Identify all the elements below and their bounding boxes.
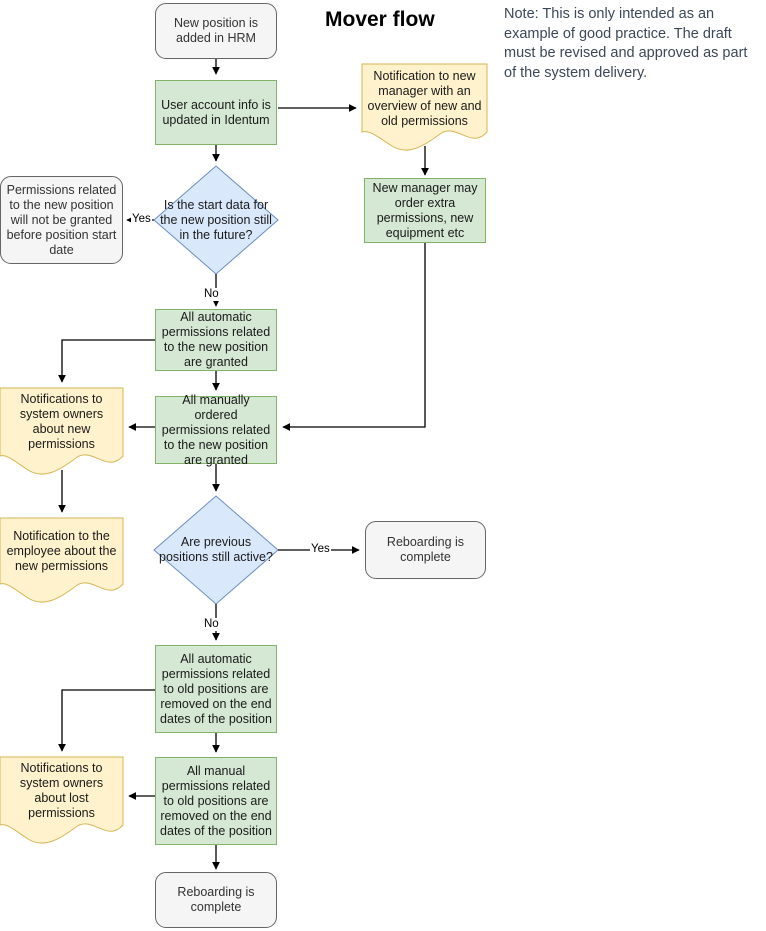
connector-auto-permissions-old-to-notify-owners-lost: [58, 689, 155, 752]
node-reboarding-complete-bottom-label: Reboarding is complete: [177, 885, 255, 914]
edge-label-yes-previous: Yes: [310, 543, 331, 556]
node-auto-permissions-new[interactable]: All automatic permissions related to the…: [155, 309, 277, 371]
node-decision-start-date-label: Is the start data for the new position s…: [160, 197, 272, 242]
node-notify-manager-label: Notification to new manager with an over…: [367, 69, 482, 128]
node-user-account-label: User account info is updated in Identum: [161, 97, 271, 127]
node-auto-permissions-old-label: All automatic permissions related to old…: [160, 651, 272, 726]
node-start[interactable]: New position is added in HRM: [155, 3, 277, 59]
node-manual-permissions-old-label: All manual permissions related to old po…: [160, 763, 272, 838]
note-text: Note: This is only intended as an exampl…: [504, 6, 748, 81]
document-shape-notify-manager: [361, 63, 488, 151]
node-auto-permissions-new-label: All automatic permissions related to the…: [161, 310, 271, 369]
node-notify-manager[interactable]: Notification to new manager with an over…: [362, 64, 487, 134]
document-shape-notify-owners-lost: [0, 756, 124, 844]
node-notify-owners-new[interactable]: Notifications to system owners about new…: [0, 388, 123, 456]
edge-label-yes-start-date: Yes: [131, 213, 152, 226]
edge-label-no-previous: No: [203, 618, 220, 631]
page-title: Mover flow: [325, 8, 435, 31]
node-decision-start-date[interactable]: Is the start data for the new position s…: [154, 166, 278, 274]
node-permissions-not-granted[interactable]: Permissions related to the new position …: [0, 176, 123, 264]
node-user-account[interactable]: User account info is updated in Identum: [155, 80, 277, 145]
connector-manager-order-to-manual-permissions: [282, 243, 426, 431]
node-manager-order-extra-label: New manager may order extra permissions,…: [372, 180, 478, 240]
node-decision-previous-positions-label: Are previous positions still active?: [159, 535, 273, 564]
node-notify-owners-lost[interactable]: Notifications to system owners about los…: [0, 757, 123, 825]
node-manual-permissions-new-label: All manually ordered permissions related…: [161, 392, 271, 467]
node-notify-employee-new-label: Notification to the employee about the n…: [6, 528, 117, 573]
node-notify-owners-lost-label: Notifications to system owners about los…: [19, 761, 104, 820]
node-manager-order-extra[interactable]: New manager may order extra permissions,…: [364, 178, 486, 243]
node-auto-permissions-old[interactable]: All automatic permissions related to old…: [155, 645, 277, 733]
connector-auto-permissions-to-notify-owners-new: [58, 339, 155, 383]
node-start-label: New position is added in HRM: [173, 16, 259, 45]
document-shape-notify-owners-new: [0, 387, 124, 475]
node-notify-owners-new-label: Notifications to system owners about new…: [19, 392, 104, 451]
node-manual-permissions-old[interactable]: All manual permissions related to old po…: [155, 757, 277, 845]
node-manual-permissions-new[interactable]: All manually ordered permissions related…: [155, 393, 277, 467]
node-reboarding-complete-top-label: Reboarding is complete: [386, 535, 465, 564]
node-notify-employee-new[interactable]: Notification to the employee about the n…: [0, 518, 123, 584]
node-reboarding-complete-bottom[interactable]: Reboarding is complete: [155, 872, 277, 928]
edge-label-no-start-date: No: [203, 288, 220, 301]
node-reboarding-complete-top[interactable]: Reboarding is complete: [365, 521, 486, 579]
document-shape-notify-employee: [0, 517, 124, 603]
node-decision-previous-positions[interactable]: Are previous positions still active?: [154, 496, 278, 604]
node-permissions-not-granted-label: Permissions related to the new position …: [6, 182, 117, 257]
